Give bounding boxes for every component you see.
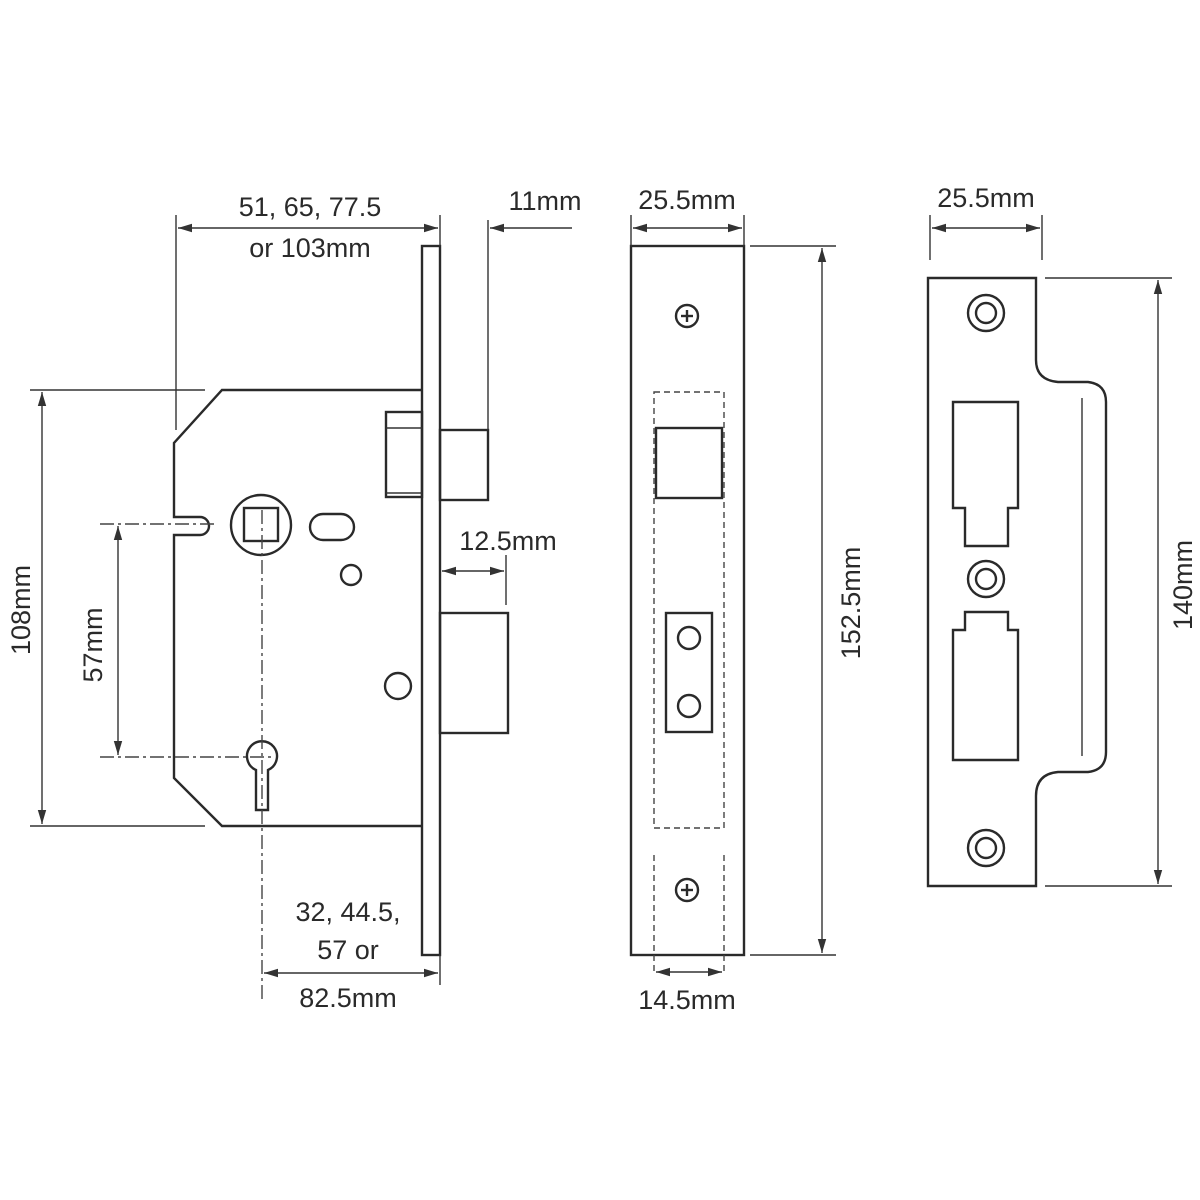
fixing-slot (308, 512, 356, 542)
strike-bolt-opening (951, 610, 1020, 762)
strike-plate-view: 25.5mm 140mm (926, 183, 1198, 888)
latch-bolt (438, 428, 490, 502)
countersunk-screw-hole-icon (966, 828, 1006, 868)
deadbolt-face (664, 611, 714, 734)
strike-plate-outline (926, 276, 1108, 888)
fixing-hole (383, 671, 413, 701)
countersunk-screw-hole-icon (966, 559, 1006, 599)
lock-case-outline (172, 388, 422, 828)
forend-depth-label: 14.5mm (638, 985, 736, 1015)
dead-bolt (438, 611, 510, 735)
spindle-square (242, 506, 280, 543)
strike-width-label: 25.5mm (937, 183, 1035, 213)
body-height-label: 108mm (6, 565, 36, 655)
forend-height-label: 152.5mm (836, 547, 866, 660)
forend-plate (420, 244, 442, 957)
forend-width-label: 25.5mm (638, 185, 736, 215)
bolt-throw-label: 12.5mm (459, 526, 557, 556)
backset-label-line1: 51, 65, 77.5 (239, 192, 382, 222)
case-outline-hidden (653, 391, 725, 829)
latch-inner (384, 410, 424, 499)
bolt-hole-icon (676, 625, 702, 651)
keyhole (245, 740, 279, 812)
latch-opening (654, 426, 724, 500)
fixing-hole-small (339, 563, 363, 587)
centres-label: 57mm (78, 607, 108, 682)
case-label-line1: 32, 44.5, (295, 897, 400, 927)
forend-face (629, 244, 746, 957)
case-label-line2: 57 or (317, 935, 379, 965)
strike-latch-opening (951, 400, 1020, 548)
strike-height-label: 140mm (1168, 540, 1198, 630)
latch-throw-label: 11mm (508, 186, 581, 216)
lock-body-view: 51, 65, 77.5 or 103mm 11mm 108mm 57mm 12… (6, 186, 582, 1013)
bolt-hole-icon (676, 693, 702, 719)
case-label-line3: 82.5mm (299, 983, 397, 1013)
forend-front-view: 25.5mm 152.5mm 14.5mm (629, 185, 866, 1015)
screw-icon (674, 303, 700, 329)
follower-hub (229, 493, 293, 557)
screw-icon (674, 877, 700, 903)
countersunk-screw-hole-icon (966, 293, 1006, 333)
backset-label-line2: or 103mm (249, 233, 371, 263)
